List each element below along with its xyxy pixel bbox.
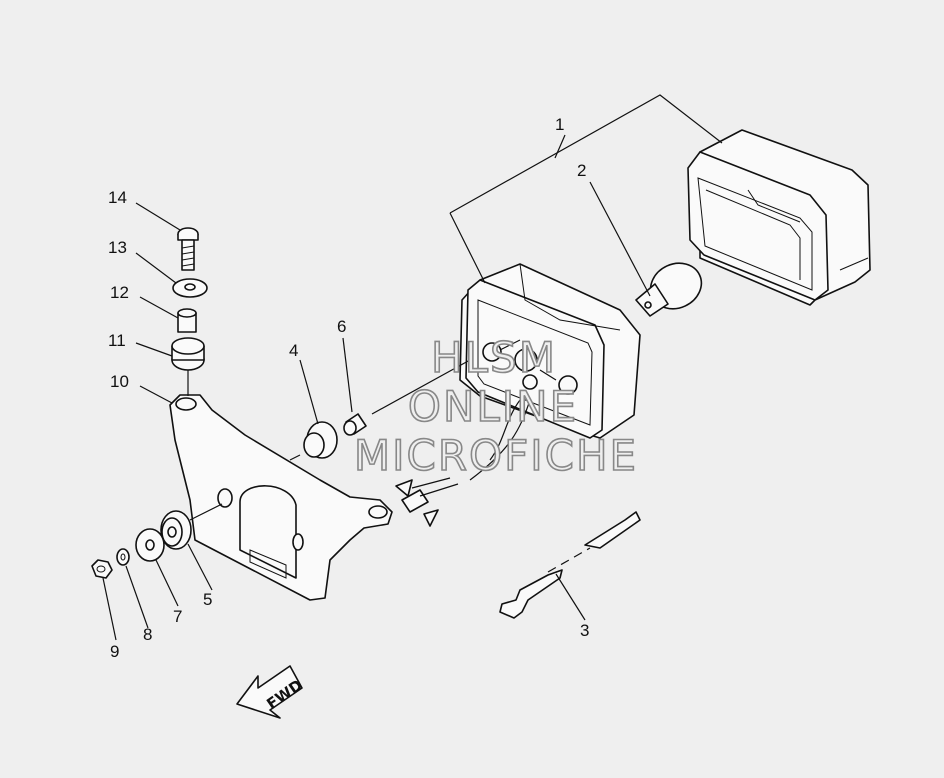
callout-5: 5: [203, 590, 212, 609]
grommet-11: [135, 337, 205, 396]
watermark-line-2: ONLINE: [408, 382, 578, 431]
watermark: HLSM ONLINE MICROFICHE: [353, 332, 638, 481]
grommet: [289, 359, 338, 461]
cable-tie: [499, 511, 641, 621]
callout-3: 3: [580, 621, 589, 640]
callout-2: 2: [577, 161, 586, 180]
callout-8: 8: [143, 625, 152, 644]
tail-light-lens: [687, 129, 871, 306]
callout-7: 7: [173, 607, 182, 626]
callout-11: 11: [108, 331, 126, 350]
leader-part-2: [589, 181, 651, 297]
callout-1: 1: [555, 115, 564, 134]
watermark-line-3: MICROFICHE: [354, 431, 638, 480]
collar-5: [160, 503, 223, 591]
callout-4: 4: [289, 341, 298, 360]
wire-connectors: [395, 477, 459, 527]
watermark-line-1: HLSM: [431, 333, 557, 382]
washer-13: [135, 252, 208, 298]
leader-part-1: [449, 94, 723, 284]
mounting-bracket: [139, 385, 393, 601]
fwd-direction-arrow: FWD: [236, 665, 306, 719]
callout-6: 6: [337, 317, 346, 336]
callout-labels: 1 2 3 4 5 6 7 8 9 10 11 12 13 14: [108, 115, 589, 661]
callout-14: 14: [108, 188, 127, 207]
callout-13: 13: [108, 238, 127, 257]
lock-washer-8: [116, 548, 149, 629]
callout-9: 9: [110, 642, 119, 661]
callout-10: 10: [110, 372, 129, 391]
collar: [342, 337, 471, 436]
tail-light-housing: [459, 263, 641, 481]
bulb: [635, 262, 703, 317]
callout-12: 12: [110, 283, 129, 302]
spacer-12: [139, 296, 197, 333]
bolt: [135, 202, 199, 271]
washer-7: [135, 528, 179, 607]
nut-9: [91, 559, 117, 641]
